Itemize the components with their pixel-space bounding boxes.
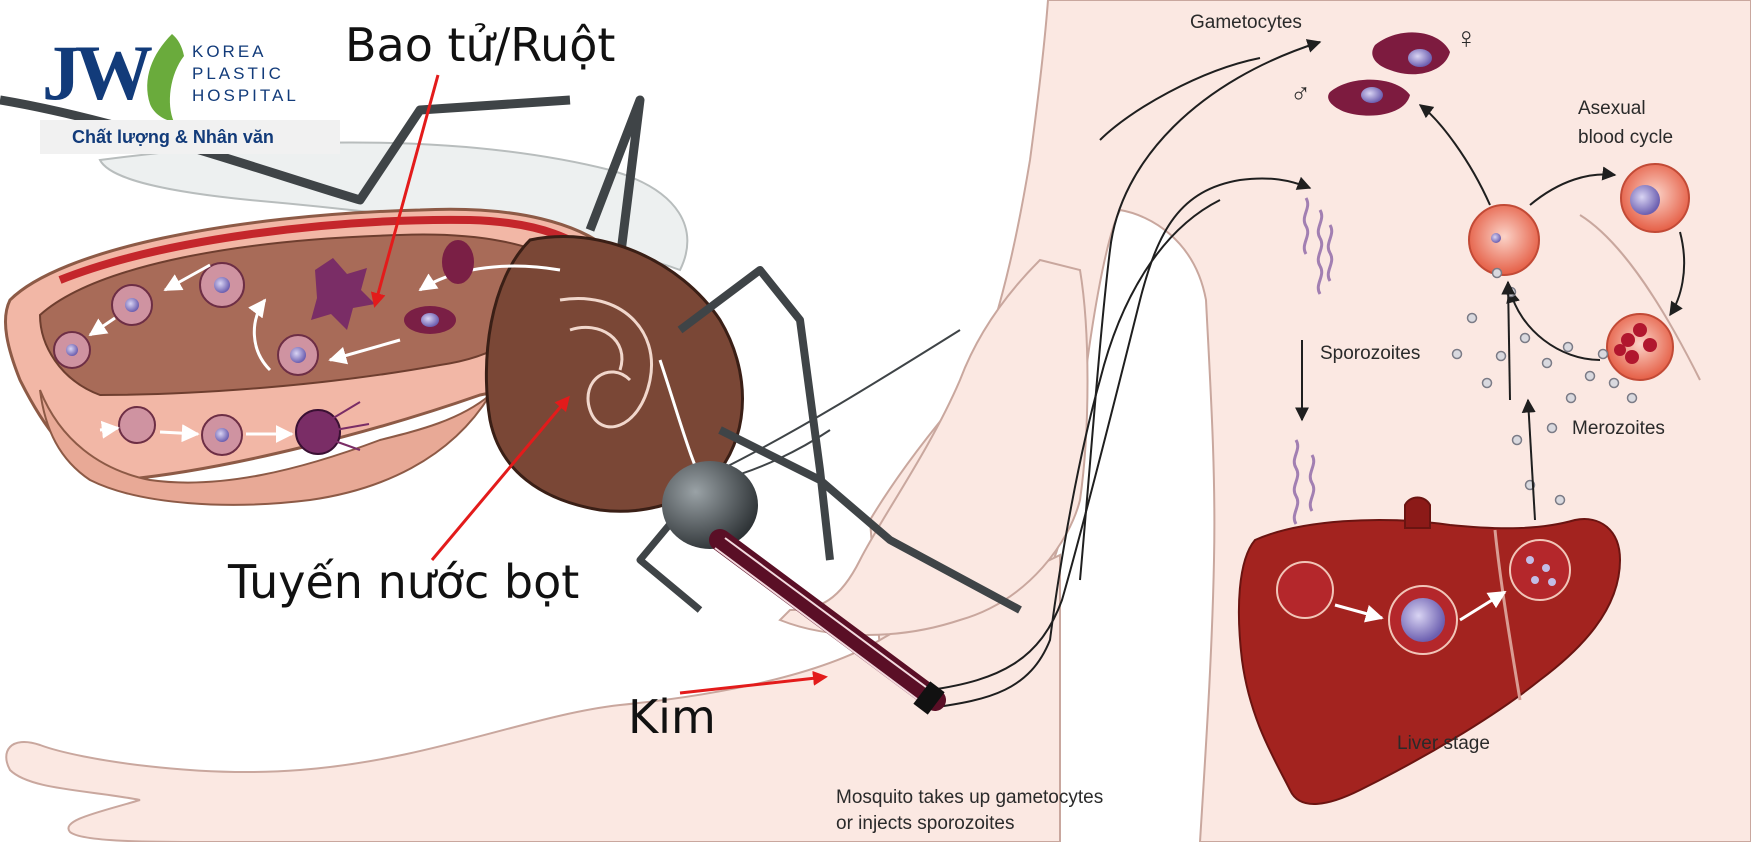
liver-stage-label: Liver stage [1397, 733, 1490, 754]
salivary-gland-label: Tuyến nước bọt [228, 555, 580, 609]
ruptured-oocyst [295, 409, 341, 455]
merozoite-arrows [1501, 280, 1536, 521]
circulation-arrows [929, 39, 1322, 709]
pointer-arrows [370, 74, 828, 695]
oocyst [118, 406, 156, 444]
midgut-pointer [370, 74, 440, 308]
proboscis-label: Kim [628, 690, 716, 744]
logo-mark: JW [42, 29, 153, 116]
merozoites-label: Merozoites [1572, 418, 1665, 439]
salivary-gland-duct [559, 297, 653, 429]
proboscis-line [724, 537, 931, 691]
sporozoites-label: Sporozoites [1320, 343, 1421, 364]
gametocyte-cells [1328, 32, 1450, 116]
mosquito-antenna [719, 329, 961, 471]
infected-hepatocyte [1276, 561, 1334, 619]
logo-line-2: PLASTIC [192, 64, 284, 83]
sporozoite-squiggles [1292, 197, 1334, 525]
mature-liver-schizont [1509, 539, 1571, 601]
midgut-label: Bao tử/Ruột [345, 18, 616, 72]
arm-and-hand-silhouette [5, 553, 1061, 842]
mosquito-back-leg-2 [585, 95, 645, 261]
mosquito-wing [98, 141, 689, 272]
asexual-cycle-label-2: blood cycle [1578, 127, 1674, 148]
logo-line-1: KOREA [192, 42, 267, 61]
gametocytes-label: Gametocytes [1190, 12, 1302, 33]
male-symbol: ♂ [1290, 78, 1311, 109]
liver-vessel [1404, 496, 1431, 529]
torso-side-line [1579, 214, 1701, 381]
hospital-logo: JW KOREA PLASTIC HOSPITAL Chất lượng & N… [32, 28, 340, 156]
liver-lobe-divide [1493, 529, 1522, 701]
asexual-cycle-label-1: Asexual [1578, 98, 1646, 119]
salivary-gland-inner [569, 325, 624, 371]
proboscis-line-2 [714, 547, 926, 706]
leaf-face-icon [147, 34, 184, 122]
mosquito-parasite-stages [53, 240, 474, 456]
mosquito-front-leg-2 [718, 426, 1022, 614]
liver [1237, 496, 1622, 805]
mosquito-head [662, 461, 758, 549]
schizont-red-blood-cell [1606, 313, 1674, 381]
caption-line-2: or injects sporozoites [836, 813, 1015, 834]
mosquito-proboscis [709, 529, 946, 711]
mosquito-front-leg [677, 266, 834, 561]
female-symbol: ♀ [1455, 22, 1478, 55]
gut-flow-arrow [418, 264, 561, 292]
logo-line-3: HOSPITAL [192, 86, 299, 105]
proboscis-pointer [679, 670, 828, 695]
upper-arm-silhouette [778, 258, 1089, 636]
salivary-gland-pointer [430, 395, 570, 561]
caption-line-1: Mosquito takes up gametocytes [836, 787, 1104, 808]
asexual-blood-cycle [1418, 104, 1690, 381]
proboscis-tip [913, 681, 945, 715]
microgamete [442, 240, 474, 284]
logo-tagline: Chất lượng & Nhân văn [40, 120, 340, 154]
red-blood-cell [1468, 204, 1540, 276]
ookinete [311, 258, 375, 330]
